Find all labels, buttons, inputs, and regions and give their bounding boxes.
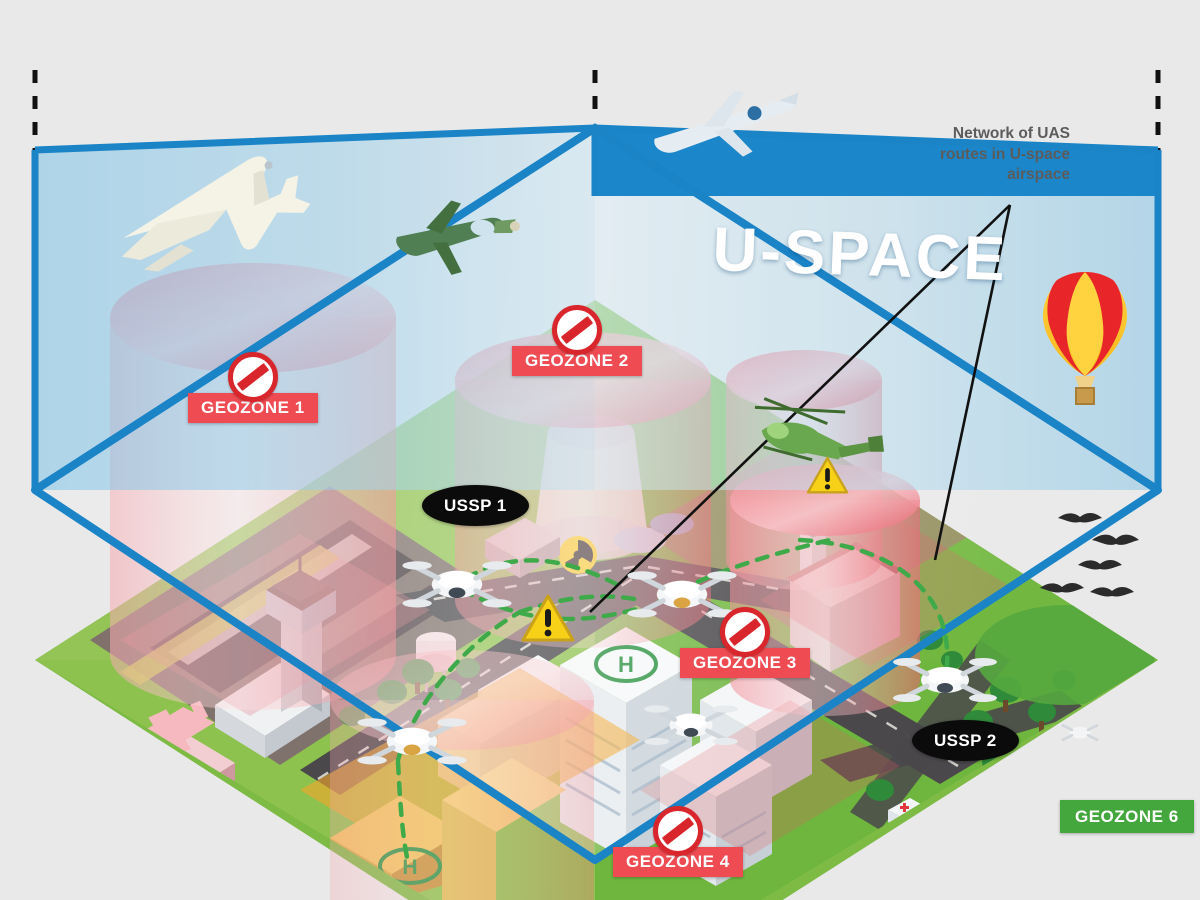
drone-2 <box>627 571 737 618</box>
route-north <box>463 558 623 589</box>
geozone-1-label: GEOZONE 1 <box>188 393 318 423</box>
geozone-2-label: GEOZONE 2 <box>512 346 642 376</box>
light-aircraft-icon <box>396 200 520 275</box>
drone-1 <box>402 561 512 608</box>
ussp-1-badge[interactable]: USSP 1 <box>422 485 529 526</box>
ussp-2-label: USSP 2 <box>934 731 997 750</box>
geozone-6-label: GEOZONE 6 <box>1060 800 1194 833</box>
glider-icon <box>654 91 799 157</box>
no-entry-icon <box>227 352 278 402</box>
birds-icon <box>1040 513 1139 597</box>
warning-triangle-1 <box>521 594 575 642</box>
drone-3 <box>357 718 467 765</box>
ussp-2-badge[interactable]: USSP 2 <box>912 720 1019 761</box>
no-entry-icon <box>719 607 770 657</box>
callout-line-1: Network of UAS <box>952 125 1070 142</box>
park-pond <box>975 605 1155 705</box>
geozone-3-label: GEOZONE 3 <box>680 648 810 678</box>
drone-far <box>1061 724 1099 742</box>
drone-5 <box>893 658 997 702</box>
route-arc-right <box>797 537 950 683</box>
hot-air-balloon-icon <box>1043 272 1127 405</box>
no-entry-icon <box>551 305 602 355</box>
uspace-volume-box <box>31 123 1162 864</box>
route-network-callout: Network of UAS routes in U-space airspac… <box>920 124 1070 186</box>
geozone-6-badge[interactable]: GEOZONE 6 <box>1060 800 1194 833</box>
geozone-2-badge[interactable]: GEOZONE 2 <box>512 305 642 376</box>
helicopter-icon <box>754 397 885 462</box>
warning-triangle-2 <box>806 456 849 494</box>
callout-line-2: routes in U-space <box>939 145 1070 163</box>
no-entry-icon <box>652 806 703 856</box>
ussp-1-label: USSP 1 <box>444 496 507 515</box>
route-down <box>395 759 411 865</box>
airliner-icon <box>121 156 311 272</box>
geozone-3-badge[interactable]: GEOZONE 3 <box>680 607 810 678</box>
geozone-4-badge[interactable]: GEOZONE 4 <box>613 806 743 877</box>
route-link <box>517 594 643 615</box>
geozone-1-badge[interactable]: GEOZONE 1 <box>188 352 318 423</box>
drone-4 <box>644 705 738 745</box>
callout-line-3: airspace <box>1007 166 1070 184</box>
drones <box>357 561 1099 765</box>
